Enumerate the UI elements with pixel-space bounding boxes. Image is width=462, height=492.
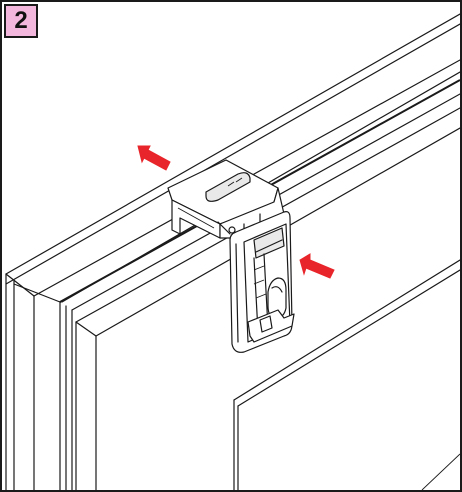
step-number-badge: 2 (4, 4, 38, 38)
clip-front-line (177, 207, 215, 229)
glass-reflection (421, 453, 460, 490)
blind-head-unit (229, 211, 295, 353)
head-unit-knob-detail (271, 286, 283, 293)
head-unit-top-cap (253, 227, 285, 259)
arrow-side-push (299, 253, 335, 279)
frame-top-edge-outer (5, 13, 460, 275)
head-unit-bottom-notch (259, 315, 273, 333)
frame-top-edge-inner (5, 23, 460, 285)
sash-corner (75, 321, 97, 337)
clip-screw (217, 221, 231, 235)
glass-top-edge-2 (237, 269, 460, 407)
head-unit-ribs (253, 265, 267, 299)
clip-slot-notches (227, 177, 243, 187)
frame-corner-slope (13, 283, 61, 303)
head-unit-cap-line (255, 239, 283, 253)
head-unit-edge (235, 243, 239, 343)
head-unit-bottom-clip (247, 309, 295, 343)
instruction-arrows (137, 145, 335, 279)
step-number: 2 (14, 7, 28, 34)
frame-corner-top (5, 273, 35, 297)
glass-top-edge (233, 259, 460, 401)
arrow-upper-push (137, 145, 171, 171)
clip-screw-head (228, 226, 236, 234)
mounting-clip (167, 159, 285, 239)
